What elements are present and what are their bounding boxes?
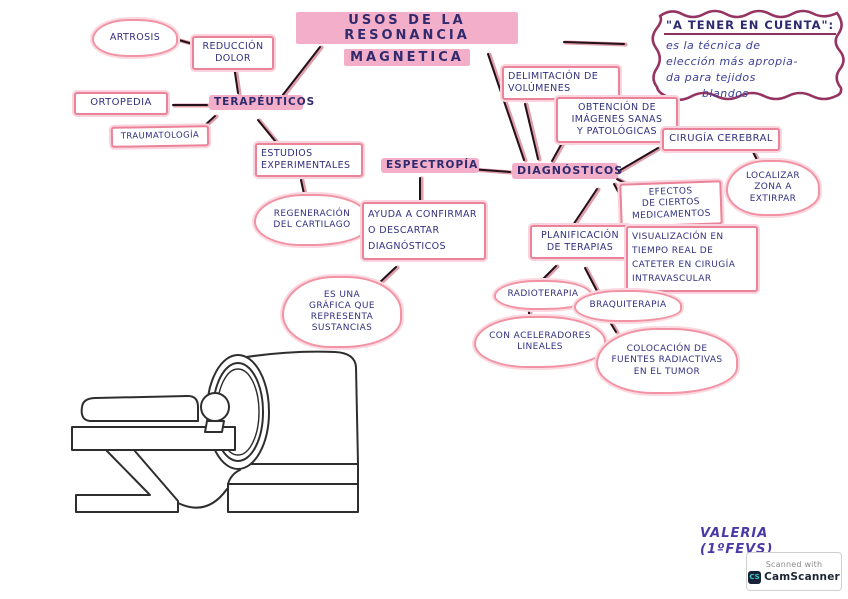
node-aceleradores-lineales: CON ACELERADORES LINEALES [474,316,606,368]
map-title: USOS DE LA RESONANCIA MAGNETICA [296,12,518,68]
node-terapeuticos: TERAPÉUTICOS [209,95,314,111]
mri-scanner-illustration [71,350,359,513]
node-braquiterapia: BRAQUITERAPIA [574,290,682,322]
camscanner-brand: CamScanner [764,571,840,583]
node-planificacion-terapias: PLANIFICACIÓN DE TERAPIAS [530,225,630,259]
node-colocacion-fuentes: COLOCACIÓN DE FUENTES RADIACTIVAS EN EL … [596,328,738,394]
node-regeneracion-cartilago: REGENERACIÓN DEL CARTILAGO [254,194,370,246]
node-reduccion-dolor: REDUCCIÓN DOLOR [192,36,274,70]
node-localizar-zona: LOCALIZAR ZONA A EXTIRPAR [726,160,820,216]
scanned-with-label: Scanned with [765,559,823,569]
node-espectropia: ESPECTROPÍA [381,158,479,174]
note-wavy-border [651,9,845,102]
camscanner-watermark: Scanned with CS CamScanner [746,552,842,591]
node-grafica-sustancias: ES UNA GRÁFICA QUE REPRESENTA SUSTANCIAS [282,276,402,348]
node-obtencion-imagenes: OBTENCIÓN DE IMÁGENES SANAS Y PATOLÓGICA… [556,97,678,143]
node-ayuda-confirmar: AYUDA A CONFIRMAR O DESCARTAR DIAGNÓSTIC… [362,202,486,261]
node-ortopedia: ORTOPEDIA [74,92,168,115]
map-title-line1: USOS DE LA RESONANCIA [296,12,518,44]
node-efectos-medicamentos: EFECTOS DE CIERTOS MEDICAMENTOS [619,180,723,228]
node-estudios-experimentales: ESTUDIOS EXPERIMENTALES [255,143,363,177]
node-visualizacion-cateter: VISUALIZACIÓN EN TIEMPO REAL DE CATETER … [626,226,758,292]
node-traumatologia: TRAUMATOLOGÍA [110,125,210,148]
node-cirugia-cerebral: CIRUGÍA CEREBRAL [662,128,780,151]
camscanner-cs-icon: CS [748,570,762,584]
map-title-line2: MAGNETICA [344,49,470,66]
note-body: es la técnica de elección más apropia- d… [666,39,798,100]
node-artrosis: ARTROSIS [92,19,178,57]
node-delimitacion-volumenes: DELIMITACIÓN DE VOLÚMENES [502,66,620,100]
note-heading: "A TENER EN CUENTA": [664,18,837,35]
note-a-tener-en-cuenta: "A TENER EN CUENTA": es la técnica de el… [650,8,846,106]
node-diagnosticos: DIAGNÓSTICOS [512,163,622,179]
